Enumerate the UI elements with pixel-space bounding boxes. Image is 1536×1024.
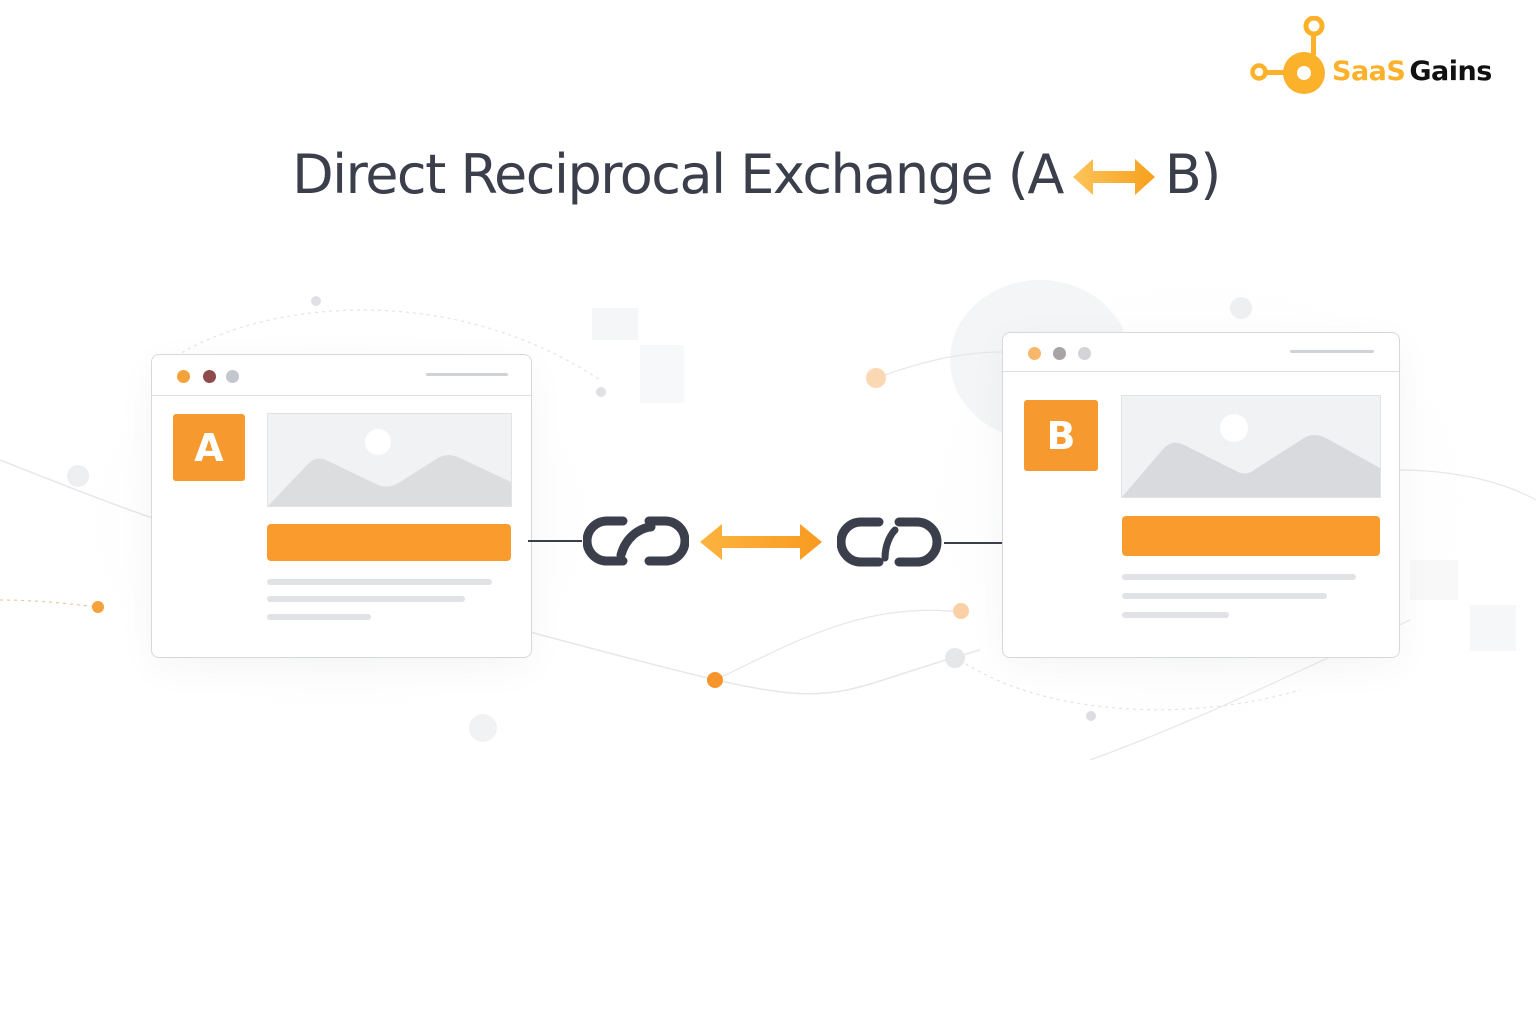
website-b-window: B [1002, 332, 1400, 658]
window-dot-3 [226, 370, 239, 383]
window-dot-1 [1028, 347, 1041, 360]
text-line-2 [1122, 593, 1327, 599]
address-bar [1290, 350, 1374, 353]
site-a-label: A [194, 425, 224, 470]
chain-link-icon [837, 517, 942, 567]
double-arrow-icon [1072, 159, 1155, 195]
landscape-image-icon [1122, 414, 1380, 497]
landscape-image-icon [268, 429, 511, 506]
text-line-3 [1122, 612, 1229, 618]
text-line-2 [267, 596, 465, 602]
connector-line-left [528, 540, 582, 542]
window-dot-3 [1078, 347, 1091, 360]
text-line-3 [267, 614, 371, 620]
site-a-badge: A [173, 414, 245, 481]
window-dot-2 [1053, 347, 1066, 360]
text-line-1 [267, 579, 492, 585]
title-suffix: B) [1164, 143, 1222, 206]
site-b-label: B [1046, 413, 1076, 458]
page-title: Direct Reciprocal Exchange (A B) [0, 143, 1512, 206]
cta-button-placeholder [267, 524, 511, 561]
logo-hub-icon [1250, 16, 1325, 94]
bidirectional-arrow-icon [700, 524, 822, 560]
window-dot-2 [203, 370, 216, 383]
site-b-badge: B [1024, 400, 1098, 471]
title-prefix: Direct Reciprocal Exchange (A [292, 143, 1064, 206]
connector-line-right [944, 542, 1002, 544]
window-dot-1 [177, 370, 190, 383]
text-line-1 [1122, 574, 1356, 580]
cta-button-placeholder [1122, 516, 1380, 556]
logo-text-saas: SaaS [1332, 56, 1406, 87]
logo-text-gains: Gains [1409, 56, 1492, 87]
browser-a-titlebar [152, 355, 531, 396]
website-a-window: A [151, 354, 532, 658]
chain-link-icon [583, 516, 689, 566]
image-placeholder [267, 413, 512, 507]
browser-b-titlebar [1003, 333, 1399, 372]
image-placeholder [1121, 395, 1381, 498]
address-bar [426, 373, 508, 376]
